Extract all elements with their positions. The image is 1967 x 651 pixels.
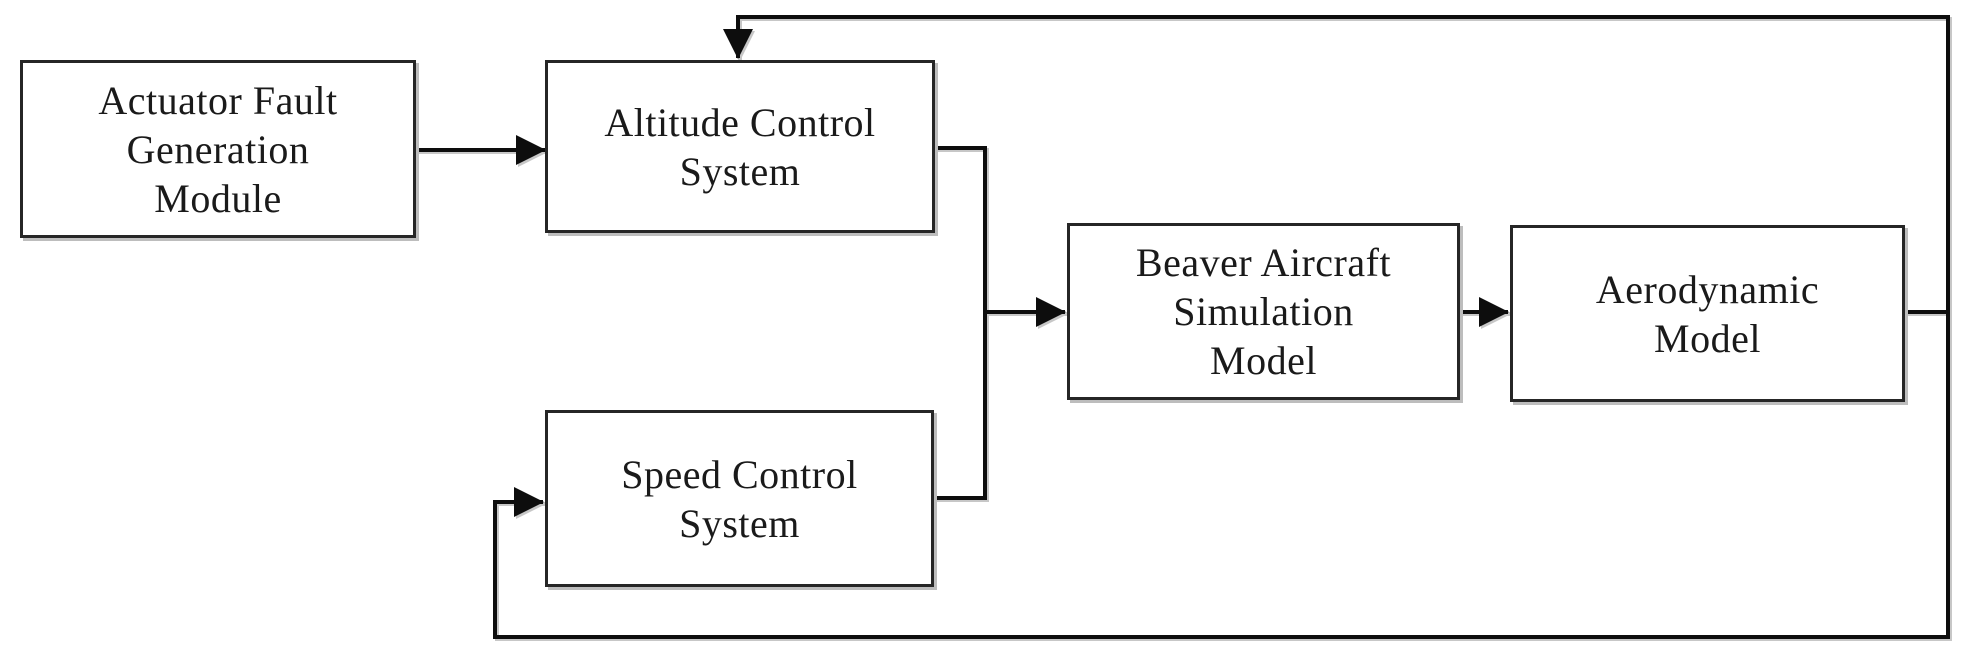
node-beaver-aircraft-simulation-model: Beaver Aircraft Simulation Model	[1067, 223, 1460, 400]
connector-feedback-top-to-altitude	[723, 15, 1950, 312]
node-label-line: System	[679, 148, 801, 194]
node-label-line: System	[679, 500, 800, 546]
node-label-line: Generation	[126, 126, 310, 172]
node-label-line: Speed Control	[621, 451, 858, 497]
node-label-line: Model	[1654, 315, 1761, 361]
node-label-line: Simulation	[1173, 289, 1354, 334]
node-altitude-control-system: Altitude Control System	[545, 60, 935, 233]
node-actuator-fault-generation-module: Actuator Fault Generation Module	[20, 60, 416, 238]
node-aerodynamic-model: Aerodynamic Model	[1510, 225, 1905, 402]
node-label-line: Module	[154, 175, 282, 221]
node-label-line: Actuator Fault	[98, 77, 338, 123]
connector-feedback-bottom-to-speed	[493, 312, 1950, 639]
node-label-line: Altitude Control	[604, 99, 876, 145]
node-label-line: Beaver Aircraft	[1135, 240, 1392, 285]
node-label-line: Aerodynamic	[1595, 266, 1820, 312]
node-speed-control-system: Speed Control System	[545, 410, 934, 587]
node-label-line: Model	[1210, 338, 1317, 383]
